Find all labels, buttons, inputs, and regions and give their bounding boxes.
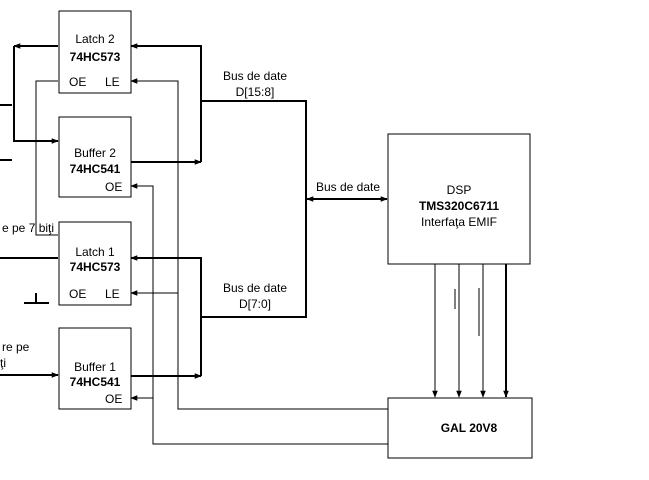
left-fragment-buffer1-1: re pe — [2, 340, 30, 354]
gal-block: GAL 20V8 — [387, 397, 533, 459]
bus-high-main — [201, 100, 307, 318]
wires — [0, 43, 509, 445]
gal-to-buffer2-oe — [130, 183, 388, 445]
latch1-part: 74HC573 — [70, 260, 121, 274]
buffer2-part: 74HC541 — [70, 162, 121, 176]
latch1-name: Latch 1 — [75, 245, 115, 259]
bus-high-range: D[15:8] — [236, 85, 275, 99]
dsp-interface: Interfaţa EMIF — [421, 215, 497, 229]
gal-to-latch2-le — [130, 78, 388, 410]
buffer1-name: Buffer 1 — [74, 360, 116, 374]
latch2-oe-pin: OE — [69, 75, 86, 89]
buffer2-block: Buffer 2 74HC541 OE — [58, 116, 132, 198]
latch1-le-pin: LE — [105, 287, 120, 301]
bus-low-to-latch1 — [130, 255, 202, 317]
latch2-block: Latch 2 74HC573 OE LE — [58, 10, 132, 94]
dsp-title: DSP — [447, 183, 472, 197]
latch2-oe-wire — [35, 80, 58, 236]
buffer1-block: Buffer 1 74HC541 OE — [58, 327, 132, 410]
bus-high-label: Bus de date — [223, 69, 287, 83]
latch2-name: Latch 2 — [75, 32, 115, 46]
latch2-le-pin: LE — [105, 75, 120, 89]
left-fragment-buffer1-2: ţi — [0, 356, 6, 370]
bus-dsp-label: Bus de date — [316, 180, 380, 194]
buffer2-name: Buffer 2 — [74, 146, 116, 160]
gal-name: GAL 20V8 — [441, 421, 498, 435]
buffer1-oe-pin: OE — [105, 392, 122, 406]
latch1-block: Latch 1 74HC573 OE LE — [58, 221, 132, 306]
buffer2-input-arrow — [13, 46, 59, 144]
buffer2-oe-pin: OE — [105, 180, 122, 194]
dsp-block: DSP TMS320C6711 Interfaţa EMIF — [387, 133, 531, 265]
bus-low-label: Bus de date — [223, 281, 287, 295]
bus-low-range: D[7:0] — [239, 297, 271, 311]
latch1-oe-pin: OE — [69, 287, 86, 301]
latch2-part: 74HC573 — [70, 50, 121, 64]
buffer1-part: 74HC541 — [70, 375, 121, 389]
bus-high-to-latch2 — [130, 43, 202, 101]
left-fragment-latch1: e pe 7 biţi — [2, 221, 54, 235]
dsp-part: TMS320C6711 — [419, 199, 499, 213]
